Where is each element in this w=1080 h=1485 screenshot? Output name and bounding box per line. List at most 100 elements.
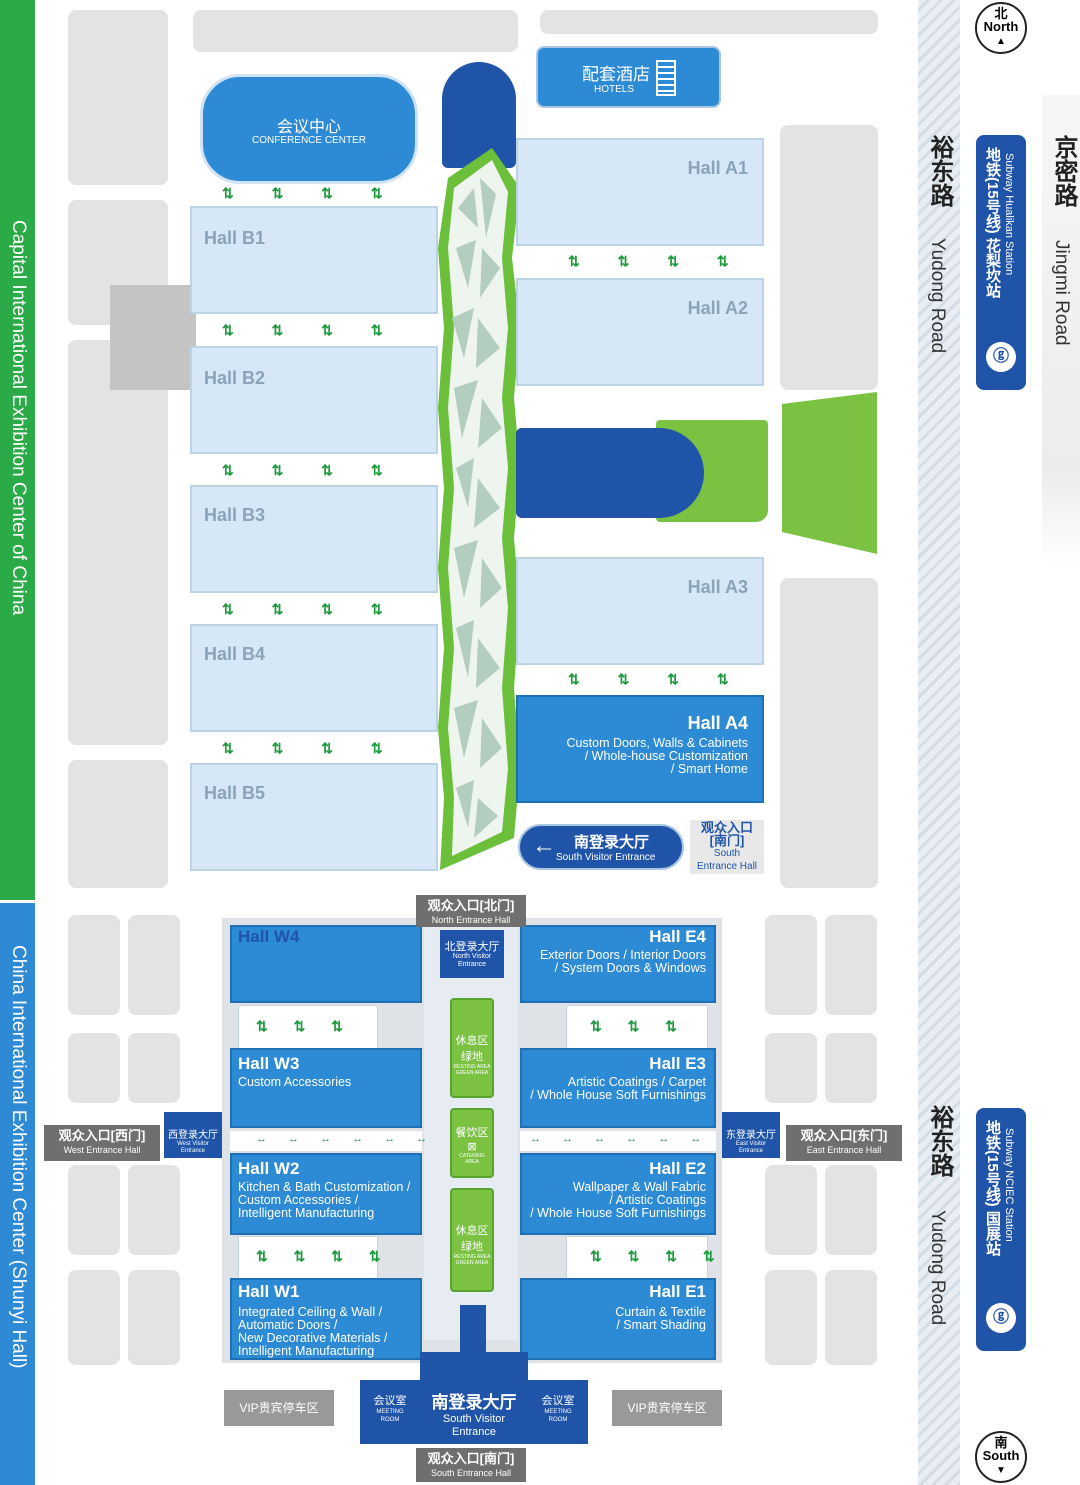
yudong-road-en-bottom: Yudong Road: [927, 1210, 948, 1326]
block: [68, 1165, 120, 1255]
rest-area-en2: GREEN AREA: [455, 1260, 489, 1266]
hall-b2[interactable]: Hall B2: [190, 346, 438, 454]
east-visitor-entrance[interactable]: 东登录大厅 East Visitor Entrance: [722, 1112, 780, 1158]
block: [765, 1033, 817, 1103]
connector-arrows: ↔ ↔ ↔ ↔ ↔ ↔: [256, 1133, 428, 1145]
hall-b4[interactable]: Hall B4: [190, 624, 438, 732]
jingmi-road-cn: 京密路: [1050, 135, 1077, 207]
connector-arrows: ⇅ ⇅ ⇅ ⇅: [590, 1248, 715, 1264]
south-entrance-top[interactable]: 观众入口 [南门] South Entrance Hall: [690, 820, 764, 874]
south-visitor-bottom-en1: South Visitor: [442, 1413, 506, 1425]
rest-area-cn1: 休息区: [455, 1225, 489, 1237]
east-entrance-hall[interactable]: 观众入口[东门] East Entrance Hall: [786, 1125, 902, 1161]
hall-a3[interactable]: Hall A3: [516, 557, 764, 665]
block: [825, 915, 877, 1015]
south-entrance-bottom-en: South Entrance Hall: [430, 1468, 512, 1478]
conference-center[interactable]: 会议中心 CONFERENCE CENTER: [200, 74, 418, 184]
north-visitor-entrance[interactable]: 北登录大厅 North Visitor Entrance: [440, 930, 504, 978]
south-visitor-top-en: South Visitor Entrance: [556, 852, 656, 863]
vip-parking-east[interactable]: VIP贵宾停车区: [612, 1390, 722, 1426]
meeting-room-east[interactable]: 会议室 MEETING ROOM: [528, 1380, 588, 1444]
hall-w3-name: Hall W3: [238, 1054, 300, 1073]
north-entrance-hall[interactable]: 观众入口[北门] North Entrance Hall: [416, 895, 526, 927]
block: [68, 1270, 120, 1365]
yudong-road-cn-top: 裕东路: [926, 135, 953, 207]
vip-parking-label: VIP贵宾停车区: [627, 1401, 707, 1415]
connector-arrows: ⇅ ⇅ ⇅ ⇅: [568, 671, 729, 687]
hall-a3-name: Hall A3: [687, 577, 748, 597]
rest-area-en1: RESTING AREA: [453, 1254, 491, 1260]
rest-area-south: 休息区 绿地 RESTING AREA GREEN AREA: [450, 1188, 494, 1292]
block: [68, 10, 168, 185]
block: [780, 578, 878, 888]
vip-parking-west[interactable]: VIP贵宾停车区: [224, 1390, 334, 1426]
meeting-room-west[interactable]: 会议室 MEETING ROOM: [360, 1380, 420, 1444]
south-visitor-bottom-en2: Entrance: [451, 1426, 497, 1438]
south-visitor-entrance-bottom[interactable]: 南登录大厅 South Visitor Entrance: [420, 1352, 528, 1444]
hall-e2[interactable]: Hall E2 Wallpaper & Wall Fabric / Artist…: [520, 1153, 716, 1235]
conference-cn: 会议中心: [276, 119, 341, 136]
hall-a2[interactable]: Hall A2: [516, 278, 764, 386]
hall-a1[interactable]: Hall A1: [516, 138, 764, 246]
west-entrance-en: West Entrance Hall: [63, 1145, 141, 1155]
connector-arrows: ⇅ ⇅ ⇅ ⇅: [222, 462, 383, 478]
subway-nciec-badge[interactable]: ⓖ 地铁(15号线) 国展站 Subway NCIEC Station: [976, 1108, 1026, 1351]
west-entrance-hall[interactable]: 观众入口[西门] West Entrance Hall: [44, 1125, 160, 1161]
hall-w2[interactable]: Hall W2 Kitchen & Bath Customization / C…: [230, 1153, 422, 1235]
hall-w1[interactable]: Hall W1 Integrated Ceiling & Wall / Auto…: [230, 1278, 422, 1360]
connector-arrows: ↔ ↔ ↔ ↔ ↔ ↔: [530, 1133, 702, 1145]
connector-arrows: ⇅ ⇅ ⇅ ⇅: [222, 322, 383, 338]
hall-b3[interactable]: Hall B3: [190, 485, 438, 593]
hall-e4[interactable]: Hall E4 Exterior Doors / Interior Doors …: [520, 925, 716, 1003]
hotels-cn: 配套酒店: [582, 65, 650, 84]
south-entrance-top-cn1: 观众入口: [700, 820, 753, 835]
connector-strip: [238, 1005, 378, 1049]
hall-a1-name: Hall A1: [687, 158, 748, 178]
bottom-venue-bar: China International Exhibition Center (S…: [0, 903, 35, 1485]
north-visitor-en2: Entrance: [457, 961, 487, 968]
block: [193, 10, 518, 52]
north-entrance-cn: 观众入口[北门]: [427, 898, 515, 913]
south-visitor-entrance-top[interactable]: ← 南登录大厅 South Visitor Entrance: [518, 824, 684, 870]
hotels[interactable]: 配套酒店 HOTELS: [536, 46, 721, 108]
subway-hualikan-badge[interactable]: ⓖ 地铁(15号线) 花梨坎站 Subway Hualikan Station: [976, 135, 1026, 390]
subway-nciec-en: Subway NCIEC Station: [1003, 1128, 1015, 1242]
hotel-building-icon: [656, 60, 676, 96]
east-visitor-en2: Entrance: [738, 1148, 763, 1154]
block: [765, 915, 817, 1015]
hall-a4[interactable]: Hall A4 Custom Doors, Walls & Cabinets /…: [516, 695, 764, 803]
connector-strip: [238, 1236, 378, 1280]
south-entrance-hall-bottom[interactable]: 观众入口[南门] South Entrance Hall: [416, 1448, 526, 1482]
block: [68, 1033, 120, 1103]
east-entrance-cn: 观众入口[东门]: [800, 1128, 888, 1143]
hall-w2-desc: Kitchen & Bath Customization / Custom Ac…: [238, 1180, 411, 1220]
hotels-en: HOTELS: [594, 84, 635, 95]
east-connector: [520, 1131, 716, 1151]
block: [128, 915, 180, 1015]
hall-w3[interactable]: Hall W3 Custom Accessories: [230, 1048, 422, 1128]
hall-a2-name: Hall A2: [687, 298, 748, 318]
subway-logo-icon: ⓖ: [986, 342, 1016, 372]
hall-b2-name: Hall B2: [204, 368, 266, 388]
block: [128, 1165, 180, 1255]
rest-area-cn1: 休息区: [455, 1035, 489, 1047]
hall-e3[interactable]: Hall E3 Artistic Coatings / Carpet / Who…: [520, 1048, 716, 1128]
rest-area-en2: GREEN AREA: [455, 1070, 489, 1076]
hall-e1[interactable]: Hall E1 Curtain & Textile / Smart Shadin…: [520, 1278, 716, 1360]
south-visitor-top-cn: 南登录大厅: [574, 834, 650, 851]
hall-b5[interactable]: Hall B5: [190, 763, 438, 871]
block: [128, 1270, 180, 1365]
block: [540, 10, 878, 34]
hall-w2-name: Hall W2: [238, 1159, 300, 1178]
conference-en: CONFERENCE CENTER: [252, 135, 366, 146]
connector-arrows: ⇅ ⇅ ⇅ ⇅: [256, 1248, 381, 1264]
south-visitor-neck: [460, 1305, 486, 1355]
south-entrance-bottom-cn: 观众入口[南门]: [427, 1451, 515, 1466]
jingmi-road-strip: [1042, 95, 1080, 565]
hall-w4[interactable]: Hall W4: [230, 925, 422, 1003]
west-visitor-en2: Entrance: [180, 1148, 205, 1154]
west-visitor-entrance[interactable]: 西登录大厅 West Visitor Entrance: [164, 1112, 222, 1158]
meeting-room-en1: MEETING: [376, 1409, 404, 1415]
block: [780, 125, 878, 390]
hall-b1[interactable]: Hall B1: [190, 206, 438, 314]
